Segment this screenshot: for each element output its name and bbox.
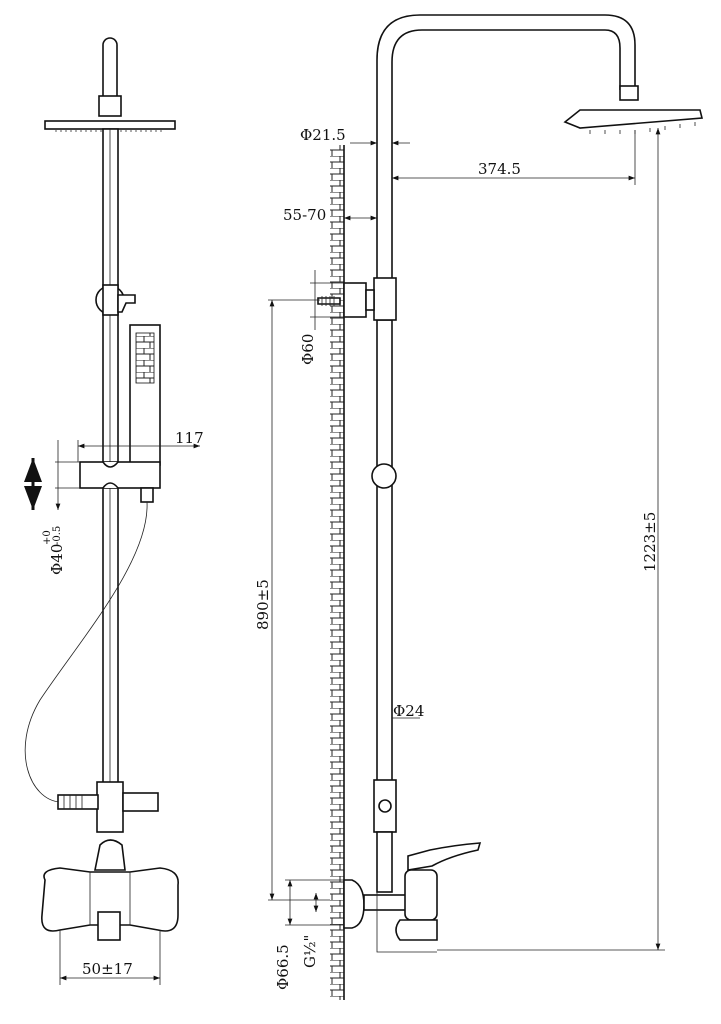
- diverter: [96, 781, 124, 833]
- riser-side: [376, 319, 393, 791]
- slider-ball: [371, 463, 397, 489]
- top-arm: [102, 37, 118, 100]
- hose: [24, 501, 148, 803]
- tol-upper: +0: [42, 530, 53, 545]
- dim-thread: G½": [301, 935, 319, 968]
- front-view: 117 Φ40 +0 -0.5 50±17: [24, 37, 204, 985]
- dim-117: 117: [175, 429, 204, 447]
- dim-890: 890±5: [254, 579, 272, 630]
- mixer-body: [94, 839, 126, 871]
- dim-50: 50±17: [82, 960, 133, 978]
- dim-66-5: Φ66.5: [274, 944, 292, 990]
- flange: [343, 879, 365, 929]
- dim-24: Φ24: [393, 702, 424, 720]
- diverter-side: [373, 779, 397, 833]
- dim-21-5: Φ21.5: [300, 126, 346, 144]
- lever: [407, 842, 482, 871]
- mixer-side: [404, 869, 438, 921]
- shower-head-side: [563, 109, 704, 129]
- tol-lower: -0.5: [52, 526, 63, 545]
- shower-head: [44, 120, 176, 130]
- riser-pipe: [102, 128, 119, 790]
- dim-1223: 1223±5: [641, 512, 659, 572]
- side-view: Φ21.5 374.5 55-70 Φ60 890±5 1223±5 Φ24 Φ…: [254, 14, 704, 1000]
- dim-60: Φ60: [299, 334, 317, 365]
- spout: [97, 911, 121, 941]
- dim-374-5: 374.5: [478, 160, 521, 178]
- head-nut: [98, 95, 122, 117]
- dim-slide: Φ40: [48, 544, 66, 575]
- dim-55-70: 55-70: [283, 206, 326, 224]
- top-arm-side: [376, 14, 636, 280]
- wall-hatch: [330, 145, 344, 1000]
- bracket-side: [373, 277, 397, 321]
- slide-holder: [79, 461, 161, 489]
